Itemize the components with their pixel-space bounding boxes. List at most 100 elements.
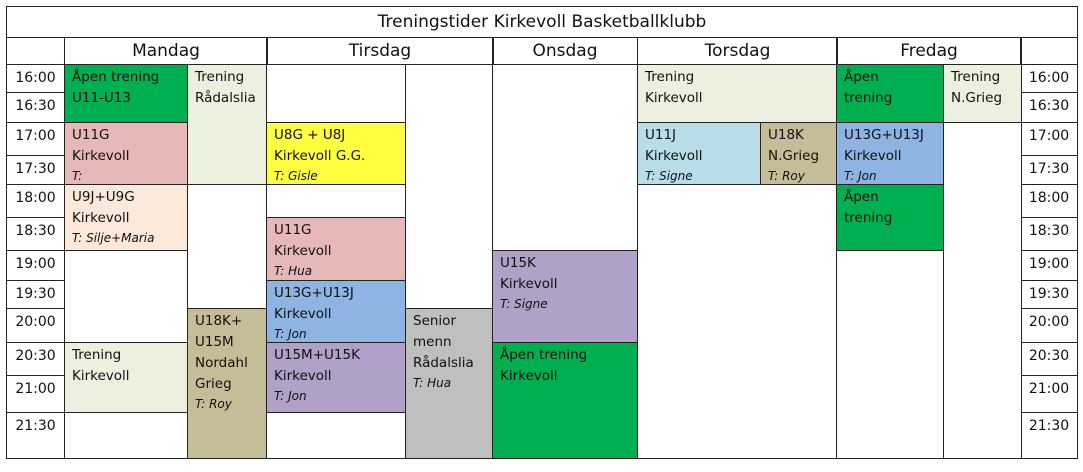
block-text: Åpen [844, 69, 879, 85]
block-text: N.Grieg [951, 90, 1003, 106]
block-text: U18K [768, 127, 804, 143]
block-text: Kirkevoll G.G. [274, 148, 366, 164]
time-label: 21:00 [1020, 375, 1078, 413]
block-text: Åpen [844, 189, 879, 205]
empty-slot [187, 184, 268, 309]
block-text: Åpen trening [72, 69, 160, 85]
block-text: U9J+U9G [72, 189, 135, 205]
block-text: Trening [951, 69, 1001, 85]
day-header-torsdag: Torsdag [637, 37, 838, 65]
time-label: 20:30 [6, 342, 65, 376]
trainer-label: T: Hua [413, 376, 452, 390]
time-label: 21:00 [6, 375, 65, 413]
training-block: U9J+U9G Kirkevoll T: Silje+Maria [64, 184, 188, 251]
empty-slot [836, 250, 944, 459]
block-text: U8G + U8J [274, 127, 346, 143]
time-label: 21:30 [1020, 412, 1078, 459]
training-block: U11J Kirkevoll T: Signe [637, 122, 761, 185]
empty-slot [405, 64, 494, 309]
block-text: Kirkevoll [274, 243, 332, 259]
time-label: 18:30 [1020, 217, 1078, 251]
block-text: Kirkevoll [274, 368, 332, 384]
block-text: Trening [645, 69, 695, 85]
block-text: Kirkevoll [72, 368, 130, 384]
trainer-label: T: Roy [768, 169, 805, 183]
trainer-label: T: Jon [274, 327, 307, 341]
time-label: 20:00 [6, 308, 65, 343]
block-text: U11J [645, 127, 677, 143]
block-text: Kirkevoll [72, 210, 130, 226]
time-label: 19:30 [6, 280, 65, 309]
empty-slot [637, 184, 838, 459]
block-text: U15M [195, 334, 234, 350]
time-label: 20:00 [1020, 308, 1078, 343]
empty-slot [266, 412, 406, 459]
block-text: Rådalslia [195, 90, 256, 106]
block-text: U18K+ [195, 313, 243, 329]
empty-slot [943, 122, 1022, 459]
header-corner-left [6, 37, 65, 65]
block-text: U15K [500, 255, 536, 271]
time-label: 16:30 [6, 92, 65, 123]
training-block: U8G + U8J Kirkevoll G.G. T: Gisle [266, 122, 406, 185]
block-text: Kirkevoll [844, 148, 902, 164]
trainer-label: T: Signe [645, 169, 693, 183]
empty-slot [266, 184, 406, 218]
block-text: U13G+U13J [844, 127, 924, 143]
time-label: 17:30 [1020, 155, 1078, 185]
training-block: U15K Kirkevoll T: Signe [492, 250, 638, 343]
block-text: U15M+U15K [274, 347, 360, 363]
empty-slot [492, 64, 638, 251]
trainer-label: T: Gisle [274, 169, 318, 183]
trainer-label: T: Jon [274, 389, 307, 403]
header-corner-right [1020, 37, 1078, 65]
block-text: U11-U13 [72, 90, 131, 106]
day-header-fredag: Fredag [836, 37, 1022, 65]
block-text: U11G [72, 127, 110, 143]
block-text: Kirkevoll [645, 90, 703, 106]
trainer-label: T: Roy [195, 397, 232, 411]
block-text: trening [844, 90, 893, 106]
time-label: 18:30 [6, 217, 65, 251]
trainer-label: T: [72, 169, 83, 183]
training-block: Åpen trening [836, 64, 944, 123]
block-text: Senior [413, 313, 456, 329]
time-label: 18:00 [1020, 184, 1078, 218]
block-text: U11G [274, 222, 312, 238]
block-text: Kirkevoll [274, 306, 332, 322]
block-text: Trening [195, 69, 245, 85]
time-label: 18:00 [6, 184, 65, 218]
time-label: 16:00 [1020, 64, 1078, 93]
block-text: U13G+U13J [274, 285, 354, 301]
training-block: U13G+U13J Kirkevoll T: Jon [266, 280, 406, 343]
empty-slot [64, 412, 188, 459]
time-label: 20:30 [1020, 342, 1078, 376]
day-header-onsdag: Onsdag [492, 37, 638, 65]
trainer-label: T: Signe [500, 297, 548, 311]
day-header-mandag: Mandag [64, 37, 268, 65]
time-label: 17:00 [1020, 122, 1078, 156]
time-label: 19:00 [1020, 250, 1078, 281]
time-label: 19:00 [6, 250, 65, 281]
trainer-label: T: Silje+Maria [72, 231, 155, 245]
block-text: Grieg [195, 376, 232, 392]
block-text: Kirkevoll [645, 148, 703, 164]
timetable-title: Treningstider Kirkevoll Basketballklubb [6, 6, 1078, 38]
time-label: 17:00 [6, 122, 65, 156]
block-text: Åpen trening [500, 347, 588, 363]
block-text: N.Grieg [768, 148, 820, 164]
block-text: Kirkevoll [500, 276, 558, 292]
empty-slot [64, 250, 188, 343]
